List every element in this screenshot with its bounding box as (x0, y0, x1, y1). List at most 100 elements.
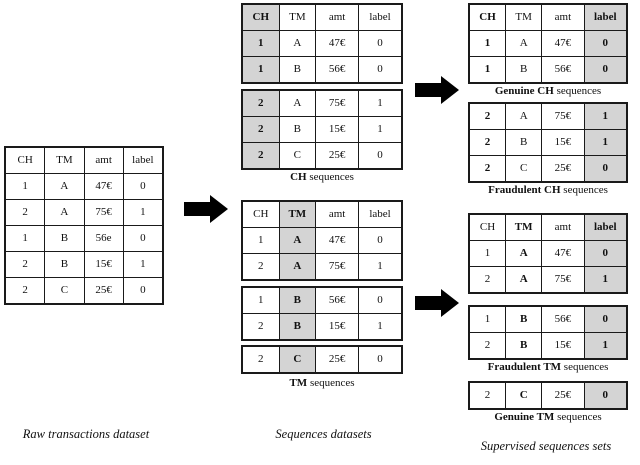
ch-sequences-group-2: 2 A 75€ 1 2 B 15€ 1 2 C 25€ 0 (241, 89, 403, 170)
cell-label: 1 (358, 116, 402, 143)
caption-fraudulent-ch-sequences: Fraudulent CH sequences (458, 185, 638, 196)
caption-sequences-datasets: Sequences datasets (275, 427, 372, 441)
cell-amt: 15€ (541, 129, 585, 156)
col-header-tm: TM (44, 147, 85, 174)
caption-genuine-ch-bold: Genuine CH (494, 85, 554, 97)
cell-amt: 56€ (315, 287, 360, 314)
cell-tm: B (505, 306, 543, 333)
cell-ch: 1 (4, 173, 46, 200)
cell-tm: B (278, 56, 317, 83)
ch-sequences-group-1: CH TM amt label 1 A 47€ 0 1 B 56€ 0 (241, 3, 403, 84)
table-row: 1 B 56€ 0 (242, 56, 402, 83)
cell-ch: 1 (4, 225, 46, 252)
table-header-row: CH TM amt label (242, 201, 402, 228)
cell-amt: 47€ (83, 173, 124, 200)
table-row: 1 B 56e 0 (4, 225, 164, 252)
col-header-amt: amt (541, 4, 585, 31)
col-header-amt: amt (315, 4, 360, 31)
table-row: 1 A 47€ 0 (4, 173, 164, 200)
col-header-amt: amt (541, 214, 585, 241)
table-row: 2 B 15€ 1 (242, 116, 402, 143)
cell-ch: 1 (468, 240, 507, 267)
cell-label: 1 (583, 103, 628, 130)
cell-label: 1 (358, 253, 402, 280)
table-row: 2 C 25€ 0 (242, 346, 402, 373)
cell-label: 0 (583, 240, 628, 267)
table-row: 2 A 75€ 1 (468, 103, 628, 130)
cell-tm: C (505, 382, 543, 409)
cell-label: 1 (122, 251, 164, 278)
cell-label: 1 (583, 129, 628, 156)
caption-ch-sequences-bold: CH (290, 171, 307, 183)
col-header-label: label (583, 4, 628, 31)
cell-label: 0 (358, 142, 402, 169)
table-row: 2 B 15€ 1 (4, 251, 164, 278)
caption-supervised-sequences-sets: Supervised sequences sets (480, 439, 612, 453)
table-row: 1 B 56€ 0 (468, 306, 628, 333)
cell-label: 0 (583, 30, 628, 57)
cell-ch: 1 (468, 306, 507, 333)
cell-ch: 2 (4, 199, 46, 226)
cell-ch: 2 (468, 382, 507, 409)
col-header-label: label (358, 201, 402, 228)
caption-genuine-ch-rest: sequences (553, 85, 602, 97)
caption-fraudulent-tm-rest: sequences (561, 361, 609, 373)
cell-ch: 2 (242, 90, 280, 117)
cell-label: 1 (583, 266, 628, 293)
cell-amt: 56€ (541, 306, 585, 333)
cell-ch: 2 (242, 313, 280, 340)
cell-label: 0 (358, 56, 402, 83)
cell-amt: 47€ (315, 227, 360, 254)
cell-amt: 56€ (315, 56, 360, 83)
caption-genuine-ch-sequences: Genuine CH sequences (462, 86, 634, 97)
cell-tm: B (278, 116, 317, 143)
genuine-tm-sequences-table: 2 C 25€ 0 (468, 381, 628, 410)
cell-label: 0 (358, 227, 402, 254)
col-header-tm: TM (278, 201, 317, 228)
tm-sequences-group-3: 2 C 25€ 0 (241, 345, 403, 374)
cell-tm: B (505, 332, 543, 359)
cell-ch: 1 (242, 227, 280, 254)
cell-tm: A (505, 103, 543, 130)
cell-label: 0 (583, 155, 628, 182)
cell-amt: 25€ (83, 277, 124, 304)
cell-amt: 25€ (541, 382, 585, 409)
cell-amt: 75€ (541, 103, 585, 130)
table-row: 2 C 25€ 0 (468, 382, 628, 409)
cell-tm: A (505, 240, 543, 267)
cell-amt: 56e (83, 225, 124, 252)
cell-tm: B (44, 251, 85, 278)
caption-tm-sequences-rest: sequences (307, 377, 355, 389)
caption-ch-sequences: CH sequences (241, 172, 403, 183)
table-row: 1 A 47€ 0 (468, 240, 628, 267)
arrow-tm-to-supervised-icon (415, 288, 459, 318)
col-header-ch: CH (242, 4, 280, 31)
col-header-label: label (358, 4, 402, 31)
cell-amt: 47€ (315, 30, 360, 57)
table-row: 2 B 15€ 1 (242, 313, 402, 340)
table-row: 1 A 47€ 0 (468, 30, 628, 57)
table-row: 1 B 56€ 0 (242, 287, 402, 314)
raw-transactions-table: CH TM amt label 1 A 47€ 0 2 A 75€ 1 (4, 146, 164, 305)
cell-amt: 75€ (541, 266, 585, 293)
cell-amt: 25€ (541, 155, 585, 182)
cell-amt: 25€ (315, 346, 360, 373)
table-header-row: CH TM amt label (468, 4, 628, 31)
table-header-row: CH TM amt label (4, 147, 164, 174)
col-header-label: label (122, 147, 164, 174)
arrow-raw-to-sequences-icon (184, 194, 228, 224)
caption-genuine-tm-bold: Genuine TM (494, 411, 555, 423)
cell-ch: 1 (242, 287, 280, 314)
caption-fraudulent-ch-bold: Fraudulent CH (488, 184, 561, 196)
cell-tm: B (278, 313, 317, 340)
col-header-ch: CH (468, 214, 507, 241)
col-header-amt: amt (83, 147, 124, 174)
cell-ch: 2 (468, 266, 507, 293)
table-row: 2 A 75€ 1 (242, 90, 402, 117)
cell-label: 1 (122, 199, 164, 226)
cell-label: 0 (583, 56, 628, 83)
cell-tm: C (278, 142, 317, 169)
col-header-amt: amt (315, 201, 360, 228)
tm-sequences-group-2: 1 B 56€ 0 2 B 15€ 1 (241, 286, 403, 341)
col-header-tm: TM (505, 4, 543, 31)
